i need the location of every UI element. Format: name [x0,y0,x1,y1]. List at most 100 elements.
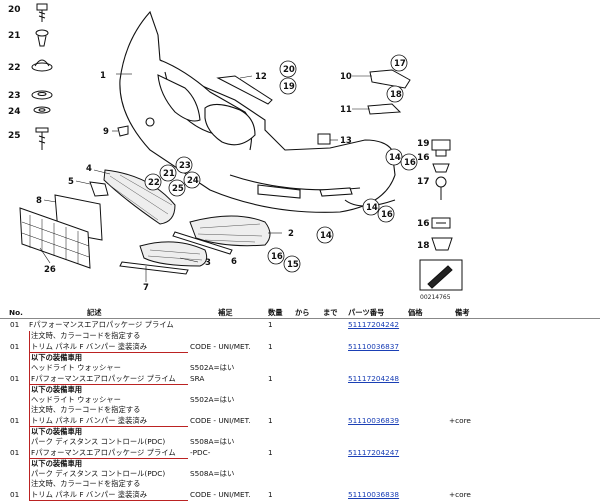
center-grille-4 [103,169,176,225]
clip-9 [117,125,129,137]
clip-13 [317,133,331,145]
row-description-line: ヘッドライト ウォッシャー [31,395,121,404]
header-no: No. [9,308,23,317]
table-row: 01 以下の装備車用 パーク ディスタンス コントロール(PDC) Fパフォーマ… [0,427,600,459]
row-qty: 1 [268,416,273,425]
row-no: 01 [10,342,20,351]
callout-6: 6 [231,257,237,267]
callout-22: 22 [148,178,160,188]
part-number-link[interactable]: 51110036839 [348,416,400,425]
callout-2: 2 [288,229,294,239]
callout-3: 3 [205,258,211,268]
callout-13: 13 [340,136,352,146]
label-23: 23 [8,91,21,101]
header-price: 価格 [408,308,423,317]
row-no: 01 [10,320,20,329]
leader-lines [39,73,372,282]
header-from: から [295,308,310,317]
row-description-line: 以下の装備車用 [31,353,83,362]
part-number-link[interactable]: 51117204248 [348,374,400,383]
callout-18: 18 [390,90,402,100]
side-grille-2 [189,215,271,247]
row-description-line: トリム パネル F バンパー 塗装済み [31,416,147,425]
callout-25: 25 [172,184,184,194]
row-note: +core [449,416,471,425]
hardware-column-left [31,3,53,150]
row-qty: 1 [268,374,273,383]
row-supplement: S502A=はい [190,395,235,404]
callout-16c: 16 [271,252,283,262]
header-qty: 数量 [268,308,283,317]
part-number-link[interactable]: 51117204247 [348,448,400,457]
table-row: 01 以下の装備車用 ヘッドライト ウォッシャー 注文時、カラーコードを指定する… [0,385,600,427]
row-no: 01 [10,374,20,383]
row-supplement: S508A=はい [190,469,235,478]
header-to: まで [323,308,338,317]
row-supplement: S508A=はい [190,437,235,446]
row-description-line: Fパフォーマンスエアロパッケージ プライム [31,374,176,383]
callout-labels: 1 12 20 19 10 17 11 18 9 13 23 21 22 25 … [36,59,416,293]
row-supplement: SRA [190,374,205,383]
row-no: 01 [10,448,20,457]
callout-23: 23 [179,161,191,171]
right-column-labels: 19 16 17 16 18 00214765 [417,139,451,301]
row-note: +core [449,490,471,499]
callout-16a: 16 [404,158,416,168]
row-description-line: トリム パネル F バンパー 塗装済み [31,490,147,499]
callout-14a: 14 [389,153,401,163]
callout-11: 11 [340,105,352,115]
side-grille-3 [139,241,208,267]
trim-strip-12 [216,75,273,105]
table-row: 01 以下の装備車用 ヘッドライト ウォッシャー Fパフォーマンスエアロパッケー… [0,353,600,385]
table-row: 01 注文時、カラーコードを指定する トリム パネル F バンパー 塗装済み C… [0,331,600,353]
strip-6 [172,231,233,255]
part-number-link[interactable]: 51117204242 [348,320,400,329]
callout-5: 5 [68,177,74,187]
parts-diagram: 20 21 22 23 24 25 19 16 17 16 18 0021476… [8,3,463,301]
label-17r: 17 [417,177,430,187]
bracket-11 [367,103,402,115]
header-part-number: パーツ番号 [348,308,385,317]
part-number-link[interactable]: 51110036837 [348,342,400,351]
row-supplement: CODE - UNI/MET. [190,416,251,425]
label-19r: 19 [417,139,430,149]
callout-19: 19 [283,82,295,92]
left-column-labels: 20 21 22 23 24 25 [8,5,21,141]
drawing-code: 00214765 [420,294,451,301]
header-description: 記述 [87,308,102,317]
label-21: 21 [8,31,21,41]
row-description-line: パーク ディスタンス コントロール(PDC) [31,437,166,446]
label-24: 24 [8,107,21,117]
callout-16b: 16 [381,210,393,220]
callout-20: 20 [283,65,295,75]
callout-8: 8 [36,196,42,206]
parts-table: No. 記述 補足 数量 から まで パーツ番号 価格 備考 01 Fパフォーマ… [0,306,600,501]
row-description-line: 以下の装備車用 [31,385,83,394]
label-18r: 18 [417,241,430,251]
row-description-line: ヘッドライト ウォッシャー [31,363,121,372]
callout-10: 10 [340,72,352,82]
row-description-line: 注文時、カラーコードを指定する [31,331,141,340]
row-qty: 1 [268,490,273,499]
callout-9: 9 [103,127,109,137]
row-description-line: 注文時、カラーコードを指定する [31,479,141,488]
hardware-column-right [419,139,463,291]
row-description-line: Fパフォーマンスエアロパッケージ プライム [31,448,176,457]
callout-26: 26 [44,265,56,275]
row-qty: 1 [268,320,273,329]
row-no: 01 [10,416,20,425]
label-16r: 16 [417,153,430,163]
row-description-line: 注文時、カラーコードを指定する [31,405,141,414]
label-16r2: 16 [417,219,430,229]
callout-14c: 14 [320,231,332,241]
grid-26 [19,207,91,269]
row-supplement: CODE - UNI/MET. [190,342,251,351]
label-22: 22 [8,63,21,73]
table-header: No. 記述 補足 数量 から まで パーツ番号 価格 備考 [0,306,600,319]
row-supplement: -PDC- [190,448,211,457]
label-20: 20 [8,5,21,15]
part-number-link[interactable]: 51110036838 [348,490,400,499]
row-description-line: パーク ディスタンス コントロール(PDC) [31,469,166,478]
row-description-line: 以下の装備車用 [31,459,83,468]
callout-1: 1 [100,71,106,81]
